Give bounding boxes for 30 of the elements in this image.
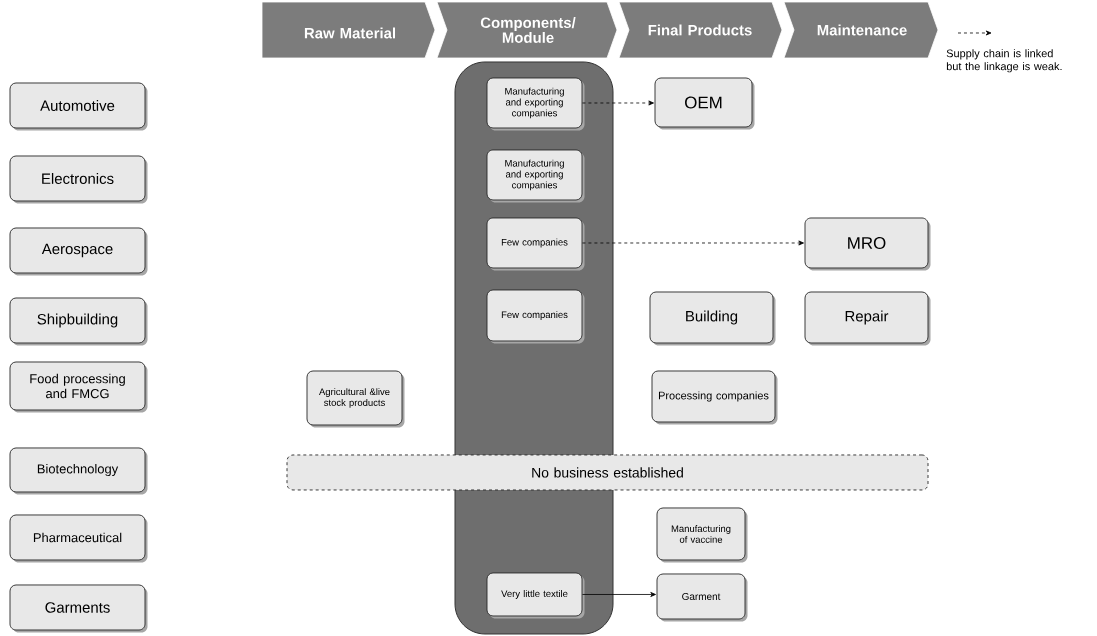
industry-box: Garments [9,584,148,633]
stage-band: Raw Material [261,1,436,59]
product-box: Repair [804,291,931,346]
company-box: Few companies [486,289,585,344]
arrow [582,100,654,106]
stage-band: Components/ Module [436,1,618,59]
stage-band: Maintenance [783,1,939,59]
company-box: Manufacturing and exporting companies [486,149,585,203]
company-box: Very little textile [486,572,585,619]
product-box: Agricultural &live stock products [306,370,405,428]
product-box: MRO [804,217,931,271]
product-box: Processing companies [651,370,778,425]
industry-box: Automotive [9,82,148,131]
arrow [582,592,656,597]
industry-box: Aerospace [9,227,148,276]
arrow [582,240,804,246]
status-band: No business established [286,454,929,491]
product-box: Garment [656,573,748,622]
product-box: Building [649,291,776,346]
industry-box: Shipbuilding [9,297,148,346]
industry-box: Food processing and FMCG [9,361,148,413]
industry-box: Biotechnology [9,447,148,495]
industry-box: Pharmaceutical [9,514,148,563]
stage-band: Final Products [618,1,783,59]
legend-text: Supply chain is linked but the linkage is weak. [946,49,1062,73]
company-box: Manufacturing and exporting companies [486,77,585,131]
product-box: Manufacturing of vaccine [656,507,748,563]
product-box: OEM [654,77,755,130]
industry-box: Electronics [9,155,148,204]
company-box: Few companies [486,217,585,271]
